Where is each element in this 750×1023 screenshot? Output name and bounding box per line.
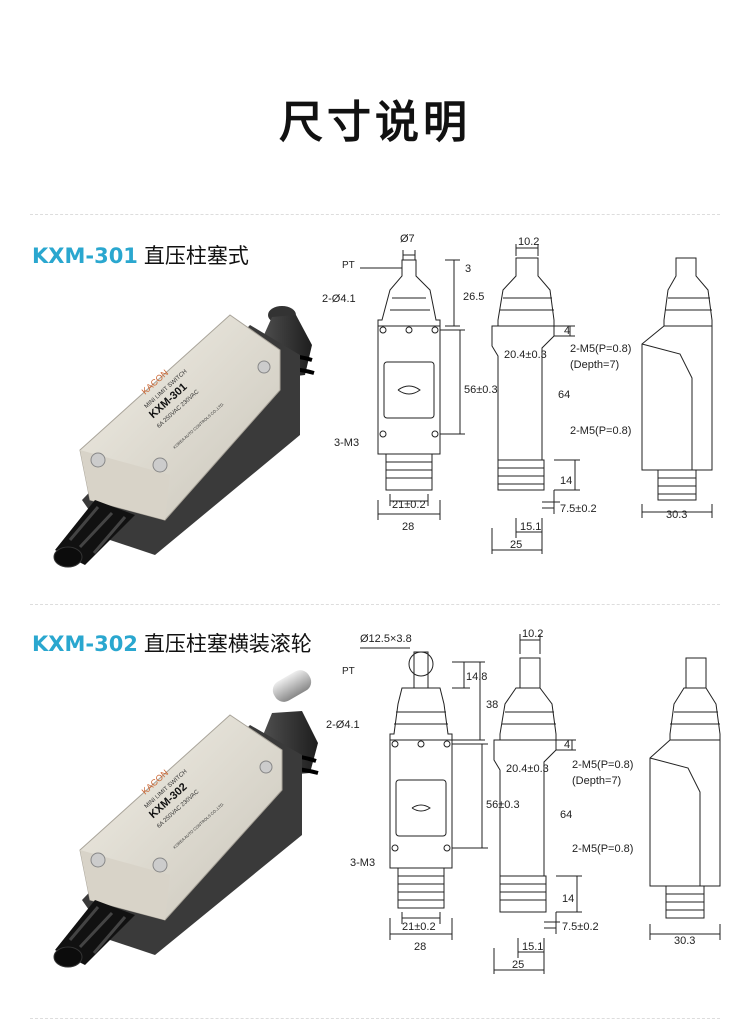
dim-top-h: 14.8	[466, 671, 487, 683]
dim-back-w: 30.3	[666, 509, 687, 521]
dim-m5-top: 2-M5(P=0.8)	[572, 759, 633, 771]
dim-base-w: 28	[402, 521, 414, 533]
dimension-drawing-301: Ø7 PT 3 26.5 2-Ø4.1 56±0.3 3-M3 21±0.2 2…	[322, 233, 713, 554]
product-photo-301: KACON MINI LIMIT SWITCH KXM-301 6A 250VA…	[53, 306, 315, 568]
section-divider	[30, 1018, 720, 1019]
section-divider	[30, 604, 720, 605]
dim-screws: 3-M3	[334, 437, 359, 449]
dim-depth: (Depth=7)	[570, 359, 619, 371]
screw-icon	[90, 452, 106, 468]
dim-side-h: 20.4±0.3	[504, 349, 547, 361]
product-desc: 直压柱塞横装滚轮	[143, 632, 312, 656]
screw-icon	[90, 852, 106, 868]
dim-m5-bottom: 2-M5(P=0.8)	[570, 425, 631, 437]
cable-gland	[53, 900, 135, 968]
dim-base-w: 28	[414, 941, 426, 953]
product-desc: 直压柱塞式	[143, 244, 249, 268]
dim-mount-holes: 2-Ø4.1	[326, 719, 360, 731]
screw-icon	[152, 457, 168, 473]
dimension-drawing-302: Ø12.5×3.8 PT 14.8 38 2-Ø4.1 56±0.3 3-M3 …	[326, 628, 721, 974]
dim-top-dia: Ø12.5×3.8	[360, 633, 412, 645]
dim-screws: 3-M3	[350, 857, 375, 869]
page-title: 尺寸说明	[279, 97, 471, 148]
dim-side-64: 64	[560, 809, 572, 821]
dim-side-75: 7.5±0.2	[560, 503, 597, 515]
label-area: KACON MINI LIMIT SWITCH KXM-301 6A 250VA…	[140, 368, 225, 450]
dim-side-25: 25	[512, 959, 524, 971]
dim-m5-top: 2-M5(P=0.8)	[570, 343, 631, 355]
dim-side-64: 64	[558, 389, 570, 401]
dim-top-dia: Ø7	[400, 233, 415, 245]
dim-center-h: 56±0.3	[486, 799, 520, 811]
section-divider	[30, 214, 720, 215]
dim-pt: PT	[342, 666, 355, 677]
dim-base-pitch: 21±0.2	[402, 921, 436, 933]
dim-pt: PT	[342, 260, 355, 271]
dim-back-w: 30.3	[674, 935, 695, 947]
dim-side-14: 14	[560, 475, 572, 487]
dim-side-14: 14	[562, 893, 574, 905]
dim-side-75: 7.5±0.2	[562, 921, 599, 933]
screw-icon	[259, 760, 273, 774]
dim-top-h: 3	[465, 263, 471, 275]
product-photo-302: KACON MINI LIMIT SWITCH KXM-302 6A 250VA…	[53, 670, 319, 968]
dim-m5-bottom: 2-M5(P=0.8)	[572, 843, 633, 855]
dim-mount-holes: 2-Ø4.1	[322, 293, 356, 305]
dim-side-gap: 4	[564, 739, 570, 751]
product-code: KXM-302	[32, 632, 138, 656]
dim-center-h: 56±0.3	[464, 384, 498, 396]
dim-depth: (Depth=7)	[572, 775, 621, 787]
dim-base-pitch: 21±0.2	[392, 499, 426, 511]
screw-icon	[152, 857, 168, 873]
cable-gland	[53, 500, 135, 568]
dim-side-151: 15.1	[522, 941, 543, 953]
dim-side-top-w: 10.2	[518, 236, 539, 248]
dim-body-top: 38	[486, 699, 498, 711]
dim-side-gap: 4	[564, 325, 570, 337]
dim-body-top: 26.5	[463, 291, 484, 303]
dim-side-h: 20.4±0.3	[506, 763, 549, 775]
screw-icon	[257, 360, 271, 374]
dim-side-25: 25	[510, 539, 522, 551]
product-code: KXM-301	[32, 244, 138, 268]
dim-side-top-w: 10.2	[522, 628, 543, 640]
dim-side-151: 15.1	[520, 521, 541, 533]
